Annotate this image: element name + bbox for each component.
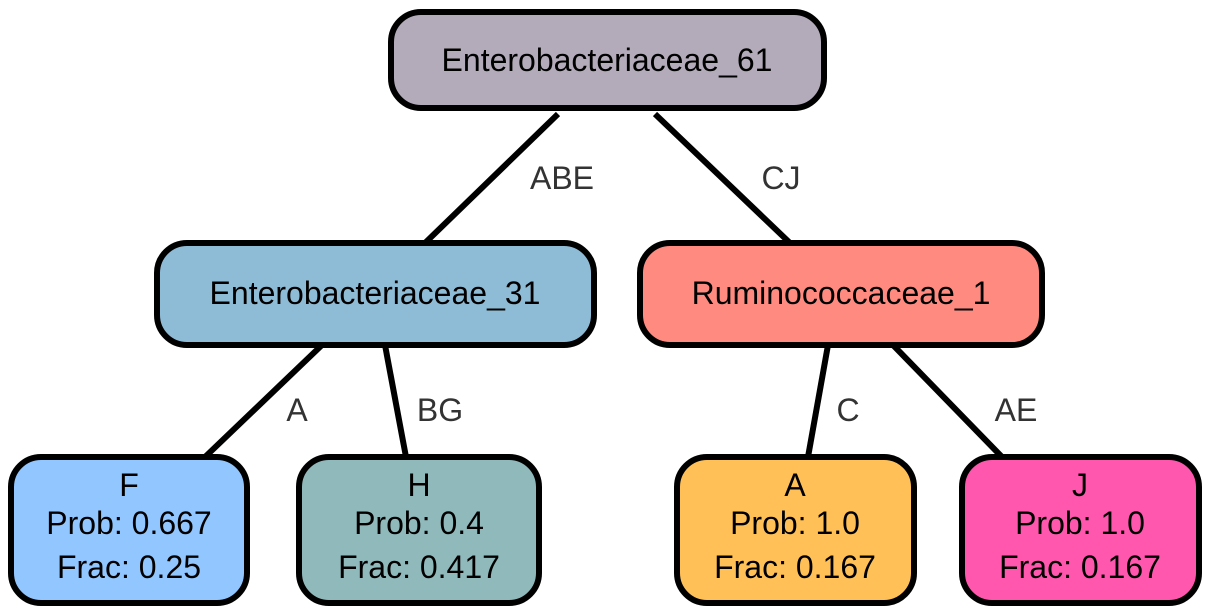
leaf-h: H Prob: 0.4 Frac: 0.417 bbox=[296, 454, 542, 606]
leaf-h-frac: Frac: 0.417 bbox=[338, 549, 500, 585]
node-left-box bbox=[154, 240, 597, 348]
node-left-label: Enterobacteriaceae_31 bbox=[210, 275, 541, 311]
leaf-f-box bbox=[8, 454, 250, 606]
edge-label-cj: CJ bbox=[761, 160, 800, 196]
leaf-f-frac: Frac: 0.25 bbox=[57, 549, 201, 585]
edge-label-ae: AE bbox=[995, 392, 1038, 428]
edge-right-a bbox=[805, 344, 831, 458]
leaf-j-box bbox=[959, 454, 1202, 606]
edge-right-j bbox=[890, 342, 1005, 460]
node-left: Enterobacteriaceae_31 bbox=[154, 240, 597, 348]
node-root-label: Enterobacteriaceae_61 bbox=[442, 42, 773, 78]
edge-label-abe: ABE bbox=[530, 160, 594, 196]
node-right-box bbox=[637, 240, 1045, 348]
leaf-j-prob: Prob: 1.0 bbox=[1015, 505, 1145, 541]
leaf-h-prob: Prob: 0.4 bbox=[354, 505, 484, 541]
edge-label-bg: BG bbox=[417, 392, 463, 428]
edge-root-left bbox=[422, 111, 561, 246]
leaf-a-box bbox=[674, 454, 917, 606]
node-root: Enterobacteriaceae_61 bbox=[388, 9, 827, 111]
node-root-box bbox=[388, 9, 827, 111]
node-right: Ruminococcaceae_1 bbox=[637, 240, 1045, 348]
leaf-a-prob: Prob: 1.0 bbox=[730, 505, 860, 541]
leaf-f: F Prob: 0.667 Frac: 0.25 bbox=[8, 454, 250, 606]
leaf-j-name: J bbox=[1072, 467, 1088, 503]
edge-label-c: C bbox=[836, 392, 859, 428]
leaf-f-prob: Prob: 0.667 bbox=[46, 505, 211, 541]
leaf-a-frac: Frac: 0.167 bbox=[714, 549, 876, 585]
leaf-f-name: F bbox=[119, 467, 139, 503]
leaf-h-box bbox=[296, 454, 542, 606]
leaf-j-frac: Frac: 0.167 bbox=[999, 549, 1161, 585]
edge-label-a: A bbox=[286, 392, 308, 428]
leaf-a-name: A bbox=[784, 467, 806, 503]
leaf-a: A Prob: 1.0 Frac: 0.167 bbox=[674, 454, 917, 606]
node-right-label: Ruminococcaceae_1 bbox=[692, 275, 991, 311]
edge-root-right bbox=[652, 111, 793, 246]
leaf-h-name: H bbox=[407, 467, 430, 503]
edge-left-h bbox=[382, 344, 409, 458]
leaf-j: J Prob: 1.0 Frac: 0.167 bbox=[959, 454, 1202, 606]
edge-left-f bbox=[202, 342, 325, 460]
